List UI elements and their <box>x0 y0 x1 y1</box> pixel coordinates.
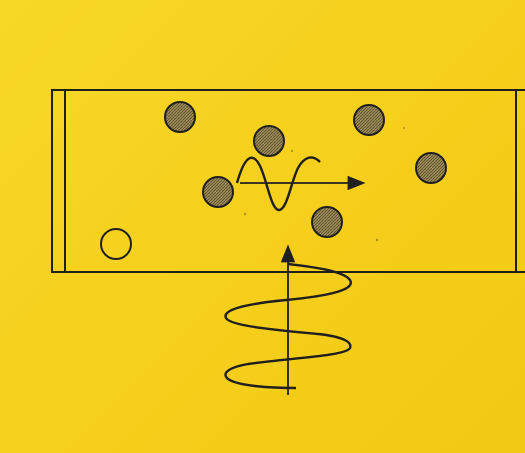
particle-filled <box>354 105 384 135</box>
particle-filled <box>203 177 233 207</box>
horizontal-wave-arrow-icon <box>237 157 362 210</box>
speck <box>403 127 405 129</box>
speck <box>244 213 246 215</box>
particle-filled <box>312 207 342 237</box>
filled-particles <box>165 102 446 237</box>
container-outline <box>52 90 525 272</box>
particle-filled <box>254 126 284 156</box>
particle-filled <box>416 153 446 183</box>
particle-empty <box>101 229 131 259</box>
particle-filled <box>165 102 195 132</box>
speck <box>291 150 293 152</box>
vertical-wave-arrow-icon <box>225 248 350 395</box>
speck <box>376 239 378 241</box>
container-box <box>52 90 525 272</box>
